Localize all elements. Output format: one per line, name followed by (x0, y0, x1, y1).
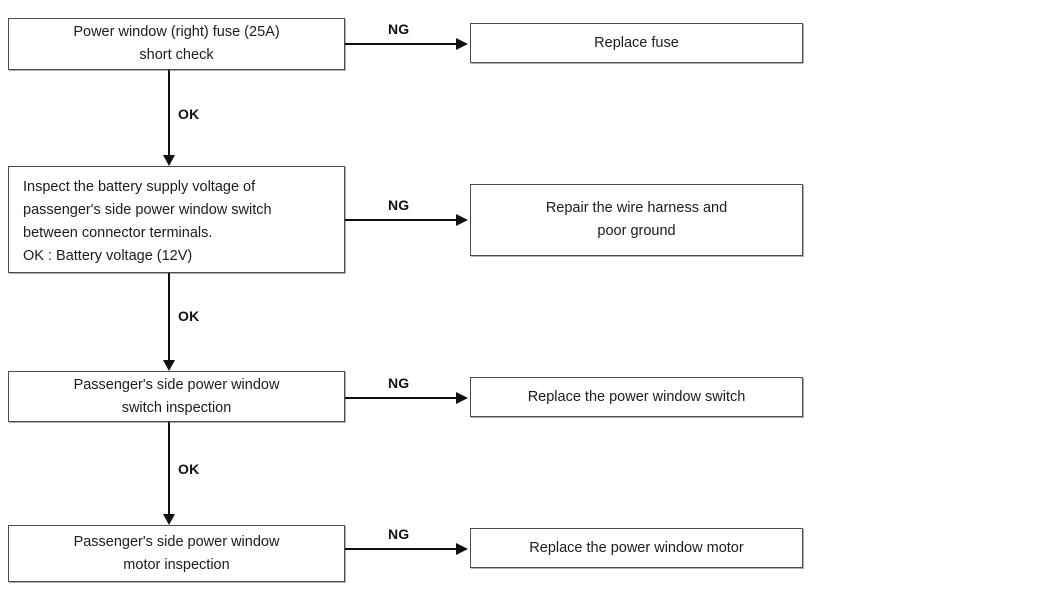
check-box-step-4-text: Passenger's side power window motor insp… (73, 533, 280, 573)
ok-arrowhead-3 (162, 514, 175, 525)
action-box-step-3-text: Replace the power window switch (527, 388, 746, 405)
ok-connector-line-3 (168, 422, 170, 514)
check-box-step-4: Passenger's side power window motor insp… (8, 525, 345, 582)
ok-label-1: OK (178, 106, 200, 122)
check-box-step-2-text: Inspect the battery supply voltage of pa… (23, 179, 272, 264)
action-box-step-4: Replace the power window motor (470, 528, 803, 568)
check-box-step-2: Inspect the battery supply voltage of pa… (8, 166, 345, 273)
ng-connector-line-3 (345, 397, 458, 399)
ng-arrowhead-4 (456, 543, 468, 555)
action-box-step-1-text: Replace fuse (594, 34, 679, 51)
check-box-step-3-text: Passenger's side power window switch ins… (73, 376, 280, 416)
ok-arrowhead-2 (162, 360, 175, 371)
ng-connector-line-4 (345, 548, 458, 550)
ng-arrowhead-1 (456, 38, 468, 50)
ng-connector-line-2 (345, 219, 458, 221)
ok-connector-line-2 (168, 273, 170, 360)
check-box-step-1-text: Power window (right) fuse (25A) short ch… (73, 24, 280, 63)
action-box-step-3: Replace the power window switch (470, 377, 803, 417)
ok-arrowhead-1 (162, 155, 175, 166)
ng-label-4: NG (388, 526, 410, 542)
ng-label-2: NG (388, 197, 410, 213)
ng-arrowhead-3 (456, 392, 468, 404)
ok-label-3: OK (178, 461, 200, 477)
action-box-step-1: Replace fuse (470, 23, 803, 63)
ng-connector-line-1 (345, 43, 458, 45)
ng-label-3: NG (388, 375, 410, 391)
ng-arrowhead-2 (456, 214, 468, 226)
ok-label-2: OK (178, 308, 200, 324)
ng-label-1: NG (388, 21, 410, 37)
action-box-step-2-text: Repair the wire harness and poor ground (545, 200, 728, 239)
ok-connector-line-1 (168, 70, 170, 155)
action-box-step-2: Repair the wire harness and poor ground (470, 184, 803, 256)
check-box-step-3: Passenger's side power window switch ins… (8, 371, 345, 422)
action-box-step-4-text: Replace the power window motor (529, 539, 744, 556)
check-box-step-1: Power window (right) fuse (25A) short ch… (8, 18, 345, 70)
